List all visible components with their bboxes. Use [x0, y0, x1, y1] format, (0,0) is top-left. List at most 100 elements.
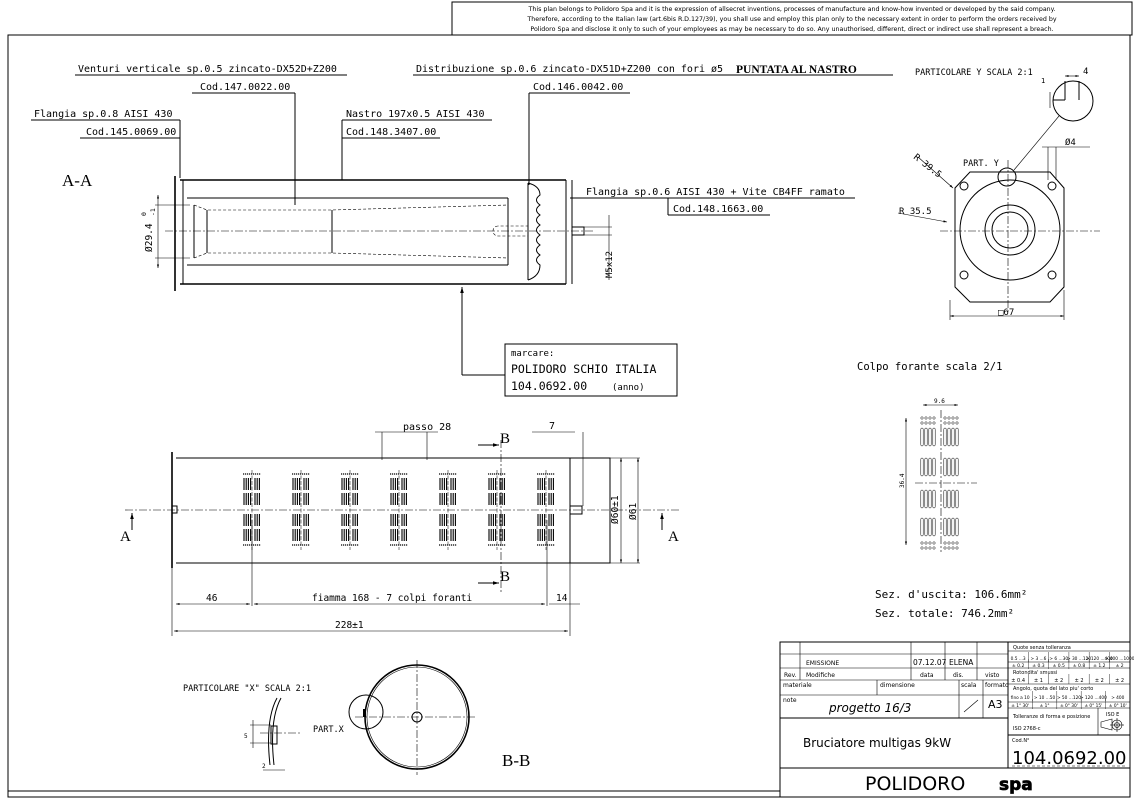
slot — [924, 517, 928, 537]
projection-symbol-icon — [1100, 718, 1124, 732]
slot — [955, 517, 959, 537]
detail-y-title: PARTICOLARE Y SCALA 2:1 — [915, 68, 1033, 78]
code-flangia-08: Cod.145.0069.00 — [86, 127, 176, 138]
rev-date: 07.12.07 — [913, 658, 947, 667]
side-view: A A B B passo 28 7 Ø60±1 Ø61 46 fiamma 1… — [120, 421, 680, 636]
tol-range-cell: > 6 ...30 — [1049, 656, 1068, 662]
tol-title: Quote senza tolleranza — [1013, 645, 1071, 651]
round-hole — [932, 546, 936, 550]
dim-14: 14 — [556, 593, 568, 604]
round-hole — [924, 546, 928, 550]
angle-range-cell: > 120 ...400 — [1080, 695, 1107, 701]
hole-group — [243, 470, 261, 550]
dim-tol-lower: -1 — [149, 208, 157, 216]
marking-anno: (anno) — [612, 383, 645, 393]
hole-groups — [243, 470, 555, 550]
round-hole — [928, 421, 932, 425]
round-hole — [955, 421, 959, 425]
slot — [932, 489, 936, 509]
slot — [947, 457, 951, 477]
round-hole — [943, 416, 947, 420]
dim-x-2: 2 — [262, 763, 266, 770]
dim-46: 46 — [206, 593, 218, 604]
slot — [951, 427, 955, 447]
distributor-cap — [527, 182, 541, 281]
section-b-top: B — [500, 431, 510, 447]
slot — [951, 489, 955, 509]
form-standard: ISO 2768-c — [1013, 726, 1041, 732]
callout-flangia-08: Flangia sp.0.8 AISI 430 — [34, 109, 172, 120]
drawing-description: Bruciatore multigas 9kW — [803, 736, 951, 750]
round-hole — [920, 541, 924, 545]
round-hole — [928, 546, 932, 550]
section-outlet: Sez. d'uscita: 106.6mm² — [875, 588, 1027, 601]
round-hole — [955, 416, 959, 420]
round-hole — [951, 541, 955, 545]
dim-x-5: 5 — [244, 733, 248, 740]
notice-line-3: Polidoro Spa and disclose it only to suc… — [530, 26, 1053, 33]
form-title: Tolleranze di forma e posizione — [1012, 714, 1090, 720]
round-hole — [932, 421, 936, 425]
angle-title: Angolo, quota del lato piu' corto — [1013, 686, 1093, 692]
slot — [928, 489, 932, 509]
slot — [920, 457, 924, 477]
callout-flangia-06: Flangia sp.0.6 AISI 430 + Vite CB4FF ram… — [586, 187, 845, 198]
slot — [920, 427, 924, 447]
round-hole — [943, 421, 947, 425]
company-suffix: spa — [999, 775, 1033, 795]
round-value-cell: ± 2 — [1075, 678, 1084, 684]
part-y-label: PART. Y — [963, 159, 999, 169]
slot — [951, 457, 955, 477]
hole-group — [341, 470, 359, 550]
section-bb-title: B-B — [502, 751, 530, 770]
slot — [943, 457, 947, 477]
scala-label: scala — [961, 682, 977, 689]
dim-tol-upper: 0 — [140, 212, 148, 216]
slot — [932, 457, 936, 477]
slot — [955, 489, 959, 509]
tol-range-cell: 0.5 ...3 — [1011, 656, 1026, 662]
angle-range-cell: > 400 — [1111, 695, 1124, 701]
angle-range-cell: > 10 ...50 — [1034, 695, 1056, 701]
tol-value-cell: ± 1.2 — [1093, 663, 1105, 669]
dim-colpo-height: 36.4 — [899, 473, 906, 488]
tol-value-cell: ± 2 — [1116, 663, 1124, 669]
tol-value-cell: ± 0.8 — [1073, 663, 1085, 669]
section-aa-title: A-A — [62, 171, 93, 190]
formato-label: formato — [985, 682, 1009, 689]
tolerance-table: Quote senza tolleranza 0.5 ...3> 3 ...6>… — [1008, 645, 1134, 769]
angle-value-cell: ± 1° 30' — [1011, 703, 1029, 709]
dim-detail-height: 1 — [1041, 77, 1045, 85]
section-aa: A-A Venturi verticale sp.0.5 zincato-DX5… — [31, 64, 893, 376]
dim-radius-35: R 35.5 — [899, 207, 932, 217]
slot — [943, 427, 947, 447]
hole-group — [537, 470, 555, 550]
dim-colpo-width: 9.6 — [934, 398, 945, 405]
section-a-left: A — [120, 529, 131, 545]
colpo-forante-detail: Colpo forante scala 2/1 9.6 36.4 — [857, 361, 1002, 552]
tol-range-cell: > 3 ...6 — [1030, 656, 1046, 662]
marking-label: marcare: — [511, 349, 554, 359]
round-hole — [924, 421, 928, 425]
slot — [947, 517, 951, 537]
dim-hole: Ø4 — [1065, 137, 1076, 148]
round-hole — [951, 546, 955, 550]
round-hole — [920, 421, 924, 425]
dim-diameter-60: Ø60±1 — [610, 495, 621, 524]
dim-total: 228±1 — [335, 620, 364, 631]
slot — [928, 427, 932, 447]
round-hole — [920, 416, 924, 420]
section-b-bottom: B — [500, 569, 510, 585]
drawing-code: 104.0692.00 — [1012, 748, 1127, 769]
round-hole — [943, 541, 947, 545]
slot — [943, 489, 947, 509]
round-hole — [932, 416, 936, 420]
marking-line-2: 104.0692.00 — [511, 379, 587, 393]
round-hole — [947, 541, 951, 545]
part-x-label: PART.X — [313, 725, 345, 735]
hole-group — [292, 470, 310, 550]
header-modifiche: Modifiche — [806, 672, 835, 679]
tol-value-cell: ± 0.2 — [1012, 663, 1024, 669]
round-hole — [955, 546, 959, 550]
